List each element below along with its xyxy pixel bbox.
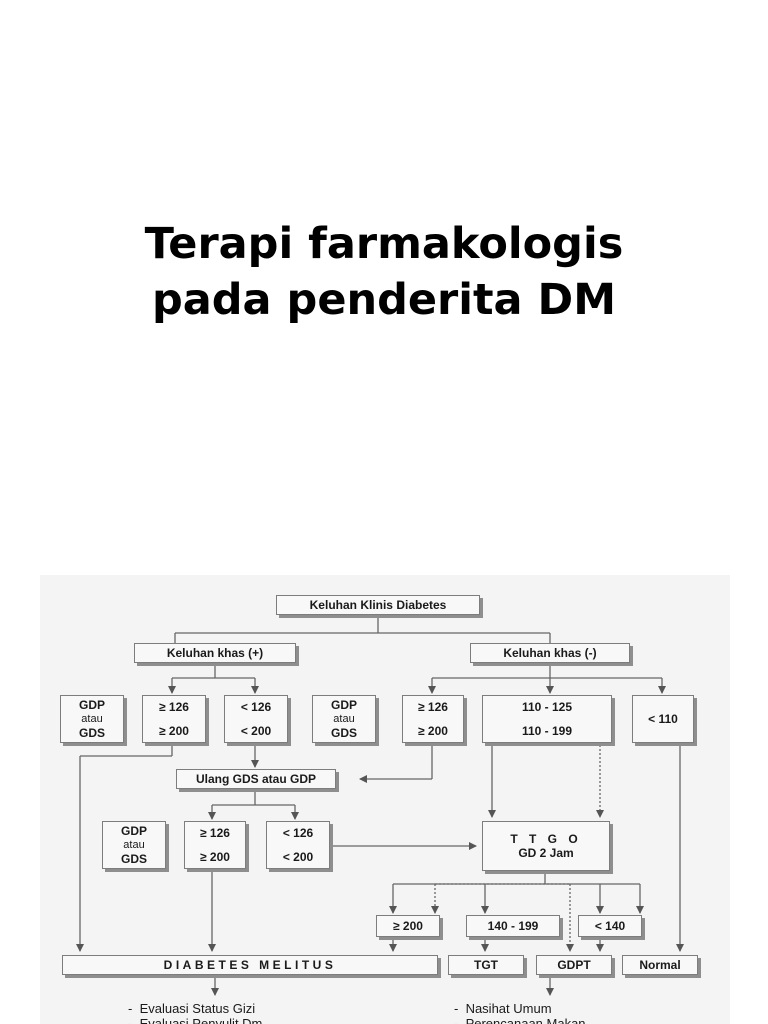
left-action-list: - Evaluasi Status Gizi - Evaluasi Penyul…: [128, 1001, 262, 1024]
diabetes-melitus-box: DIABETES MELITUS: [62, 955, 438, 975]
lt200-label: < 200: [282, 850, 314, 864]
lt126-lt200-box-2: < 126 < 200: [266, 821, 330, 869]
ge126-ge200-box-2: ≥ 126 ≥ 200: [402, 695, 464, 743]
ge126-label: ≥ 126: [418, 700, 448, 714]
lt110-label: < 110: [648, 712, 678, 726]
range-110-125-label: 110 - 125: [521, 700, 573, 714]
ttgo-box: T T G O GD 2 Jam: [482, 821, 610, 871]
right-action-list: - Nasihat Umum - Perencanaan Makan: [454, 1001, 586, 1024]
slide-title: Terapi farmakologis pada penderita DM: [0, 216, 768, 328]
left-list-item: - Evaluasi Penyulit Dm: [128, 1016, 262, 1024]
ge200-label: ≥ 200: [418, 724, 448, 738]
ge126-ge200-box-1: ≥ 126 ≥ 200: [142, 695, 206, 743]
range-140-199-label: 140 - 199: [487, 919, 539, 933]
atau-label: atau: [333, 713, 355, 725]
ge200-result-label: ≥ 200: [393, 919, 423, 933]
right-list-item-text: Nasihat Umum: [465, 1001, 552, 1016]
keluhan-khas-negative-box: Keluhan khas (-): [470, 643, 630, 663]
lt140-box: < 140: [578, 915, 642, 937]
diabetes-melitus-label: DIABETES MELITUS: [163, 958, 337, 972]
gdp-label: GDP: [78, 698, 105, 712]
gds-label: GDS: [330, 726, 357, 740]
gdpt-box: GDPT: [536, 955, 612, 975]
left-list-item-text: Evaluasi Status Gizi: [139, 1001, 256, 1016]
gd-2-jam-label: GD 2 Jam: [518, 846, 574, 860]
lt126-label: < 126: [282, 826, 314, 840]
range-110-box: 110 - 125 110 - 199: [482, 695, 612, 743]
ulang-label: Ulang GDS atau GDP: [195, 772, 317, 786]
slide-title-line-2: pada penderita DM: [151, 275, 617, 325]
right-list-item-text: Perencanaan Makan: [465, 1016, 586, 1024]
left-list-item: - Evaluasi Status Gizi: [128, 1001, 256, 1016]
khas-positive-label: Keluhan khas (+): [166, 646, 264, 660]
lt126-label: < 126: [240, 700, 272, 714]
right-list-item: - Nasihat Umum: [454, 1001, 552, 1016]
slide-title-line-1: Terapi farmakologis: [144, 219, 624, 269]
ge200-result-box: ≥ 200: [376, 915, 440, 937]
ulang-gds-gdp-box: Ulang GDS atau GDP: [176, 769, 336, 789]
left-list-item-text: Evaluasi Penyulit Dm: [139, 1016, 263, 1024]
gdp-label: GDP: [330, 698, 357, 712]
khas-negative-label: Keluhan khas (-): [503, 646, 597, 660]
range-140-199-box: 140 - 199: [466, 915, 560, 937]
atau-label: atau: [123, 839, 145, 851]
keluhan-khas-positive-box: Keluhan khas (+): [134, 643, 296, 663]
atau-label: atau: [81, 713, 103, 725]
ge126-label: ≥ 126: [200, 826, 230, 840]
lt126-lt200-box-1: < 126 < 200: [224, 695, 288, 743]
ge126-ge200-box-3: ≥ 126 ≥ 200: [184, 821, 246, 869]
gdpt-label: GDPT: [557, 958, 591, 972]
gdp-atau-gds-box-2: GDP atau GDS: [312, 695, 376, 743]
root-label: Keluhan Klinis Diabetes: [309, 598, 447, 612]
gdp-label: GDP: [120, 824, 147, 838]
normal-label: Normal: [639, 958, 681, 972]
normal-box: Normal: [622, 955, 698, 975]
ge200-label: ≥ 200: [200, 850, 230, 864]
gdp-atau-gds-box-3: GDP atau GDS: [102, 821, 166, 869]
tgt-box: TGT: [448, 955, 524, 975]
right-list-item: - Perencanaan Makan: [454, 1016, 586, 1024]
tgt-label: TGT: [474, 958, 498, 972]
ge126-label: ≥ 126: [159, 700, 189, 714]
lt140-label: < 140: [594, 919, 626, 933]
lt200-label: < 200: [240, 724, 272, 738]
flowchart-diagram: Keluhan Klinis Diabetes Keluhan khas (+)…: [40, 575, 730, 1024]
gds-label: GDS: [78, 726, 105, 740]
ge200-label: ≥ 200: [159, 724, 189, 738]
range-110-199-label: 110 - 199: [521, 724, 573, 738]
ttgo-label: T T G O: [510, 832, 582, 846]
root-keluhan-klinis-box: Keluhan Klinis Diabetes: [276, 595, 480, 615]
lt110-box: < 110: [632, 695, 694, 743]
gdp-atau-gds-box-1: GDP atau GDS: [60, 695, 124, 743]
gds-label: GDS: [120, 852, 147, 866]
